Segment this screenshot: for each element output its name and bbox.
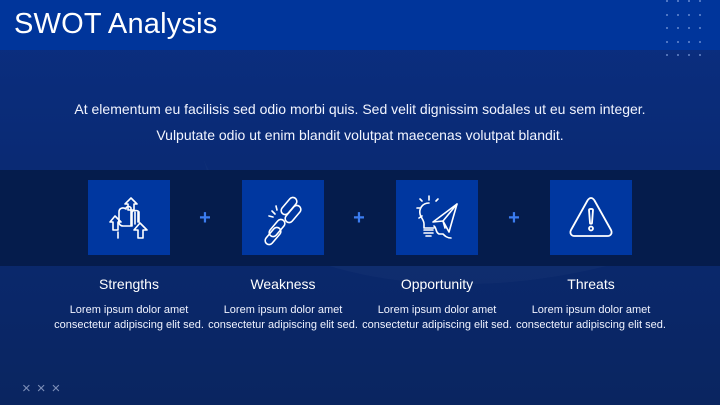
page-title: SWOT Analysis [14,8,218,40]
column-title: Threats [567,276,615,292]
swot-column-threats: Threats Lorem ipsum dolor amet consectet… [516,274,666,333]
column-description: Lorem ipsum dolor amet consectetur adipi… [54,304,204,331]
column-title: Weakness [250,276,316,292]
x-marks-decoration: ××× [22,380,67,397]
swot-column-opportunity: Opportunity Lorem ipsum dolor amet conse… [362,274,512,333]
column-title: Strengths [99,276,159,292]
swot-column-weakness: Weakness Lorem ipsum dolor amet consecte… [208,274,358,333]
intro-paragraph: At elementum eu facilisis sed odio morbi… [74,101,646,143]
column-description: Lorem ipsum dolor amet consectetur adipi… [516,304,666,331]
threats-icon-box [550,180,632,255]
plus-separator: + [199,207,211,229]
column-description: Lorem ipsum dolor amet consectetur adipi… [362,304,512,331]
swot-column-strengths: Strengths Lorem ipsum dolor amet consect… [54,274,204,333]
plus-separator: + [353,207,365,229]
opportunity-icon-box [396,180,478,255]
lightbulb-paper-plane-icon [416,194,458,239]
dot-grid-decoration [666,0,710,68]
swot-icons-row: + + + [0,180,720,256]
strengths-icon-box [88,180,170,255]
weakness-icon-box [242,180,324,255]
fist-arrows-up-icon [109,196,148,239]
plus-separator: + [508,207,520,229]
warning-triangle-icon [569,196,613,237]
column-title: Opportunity [400,276,474,292]
header-bar [0,0,720,50]
broken-chain-icon [264,196,302,245]
column-description: Lorem ipsum dolor amet consectetur adipi… [208,304,358,331]
